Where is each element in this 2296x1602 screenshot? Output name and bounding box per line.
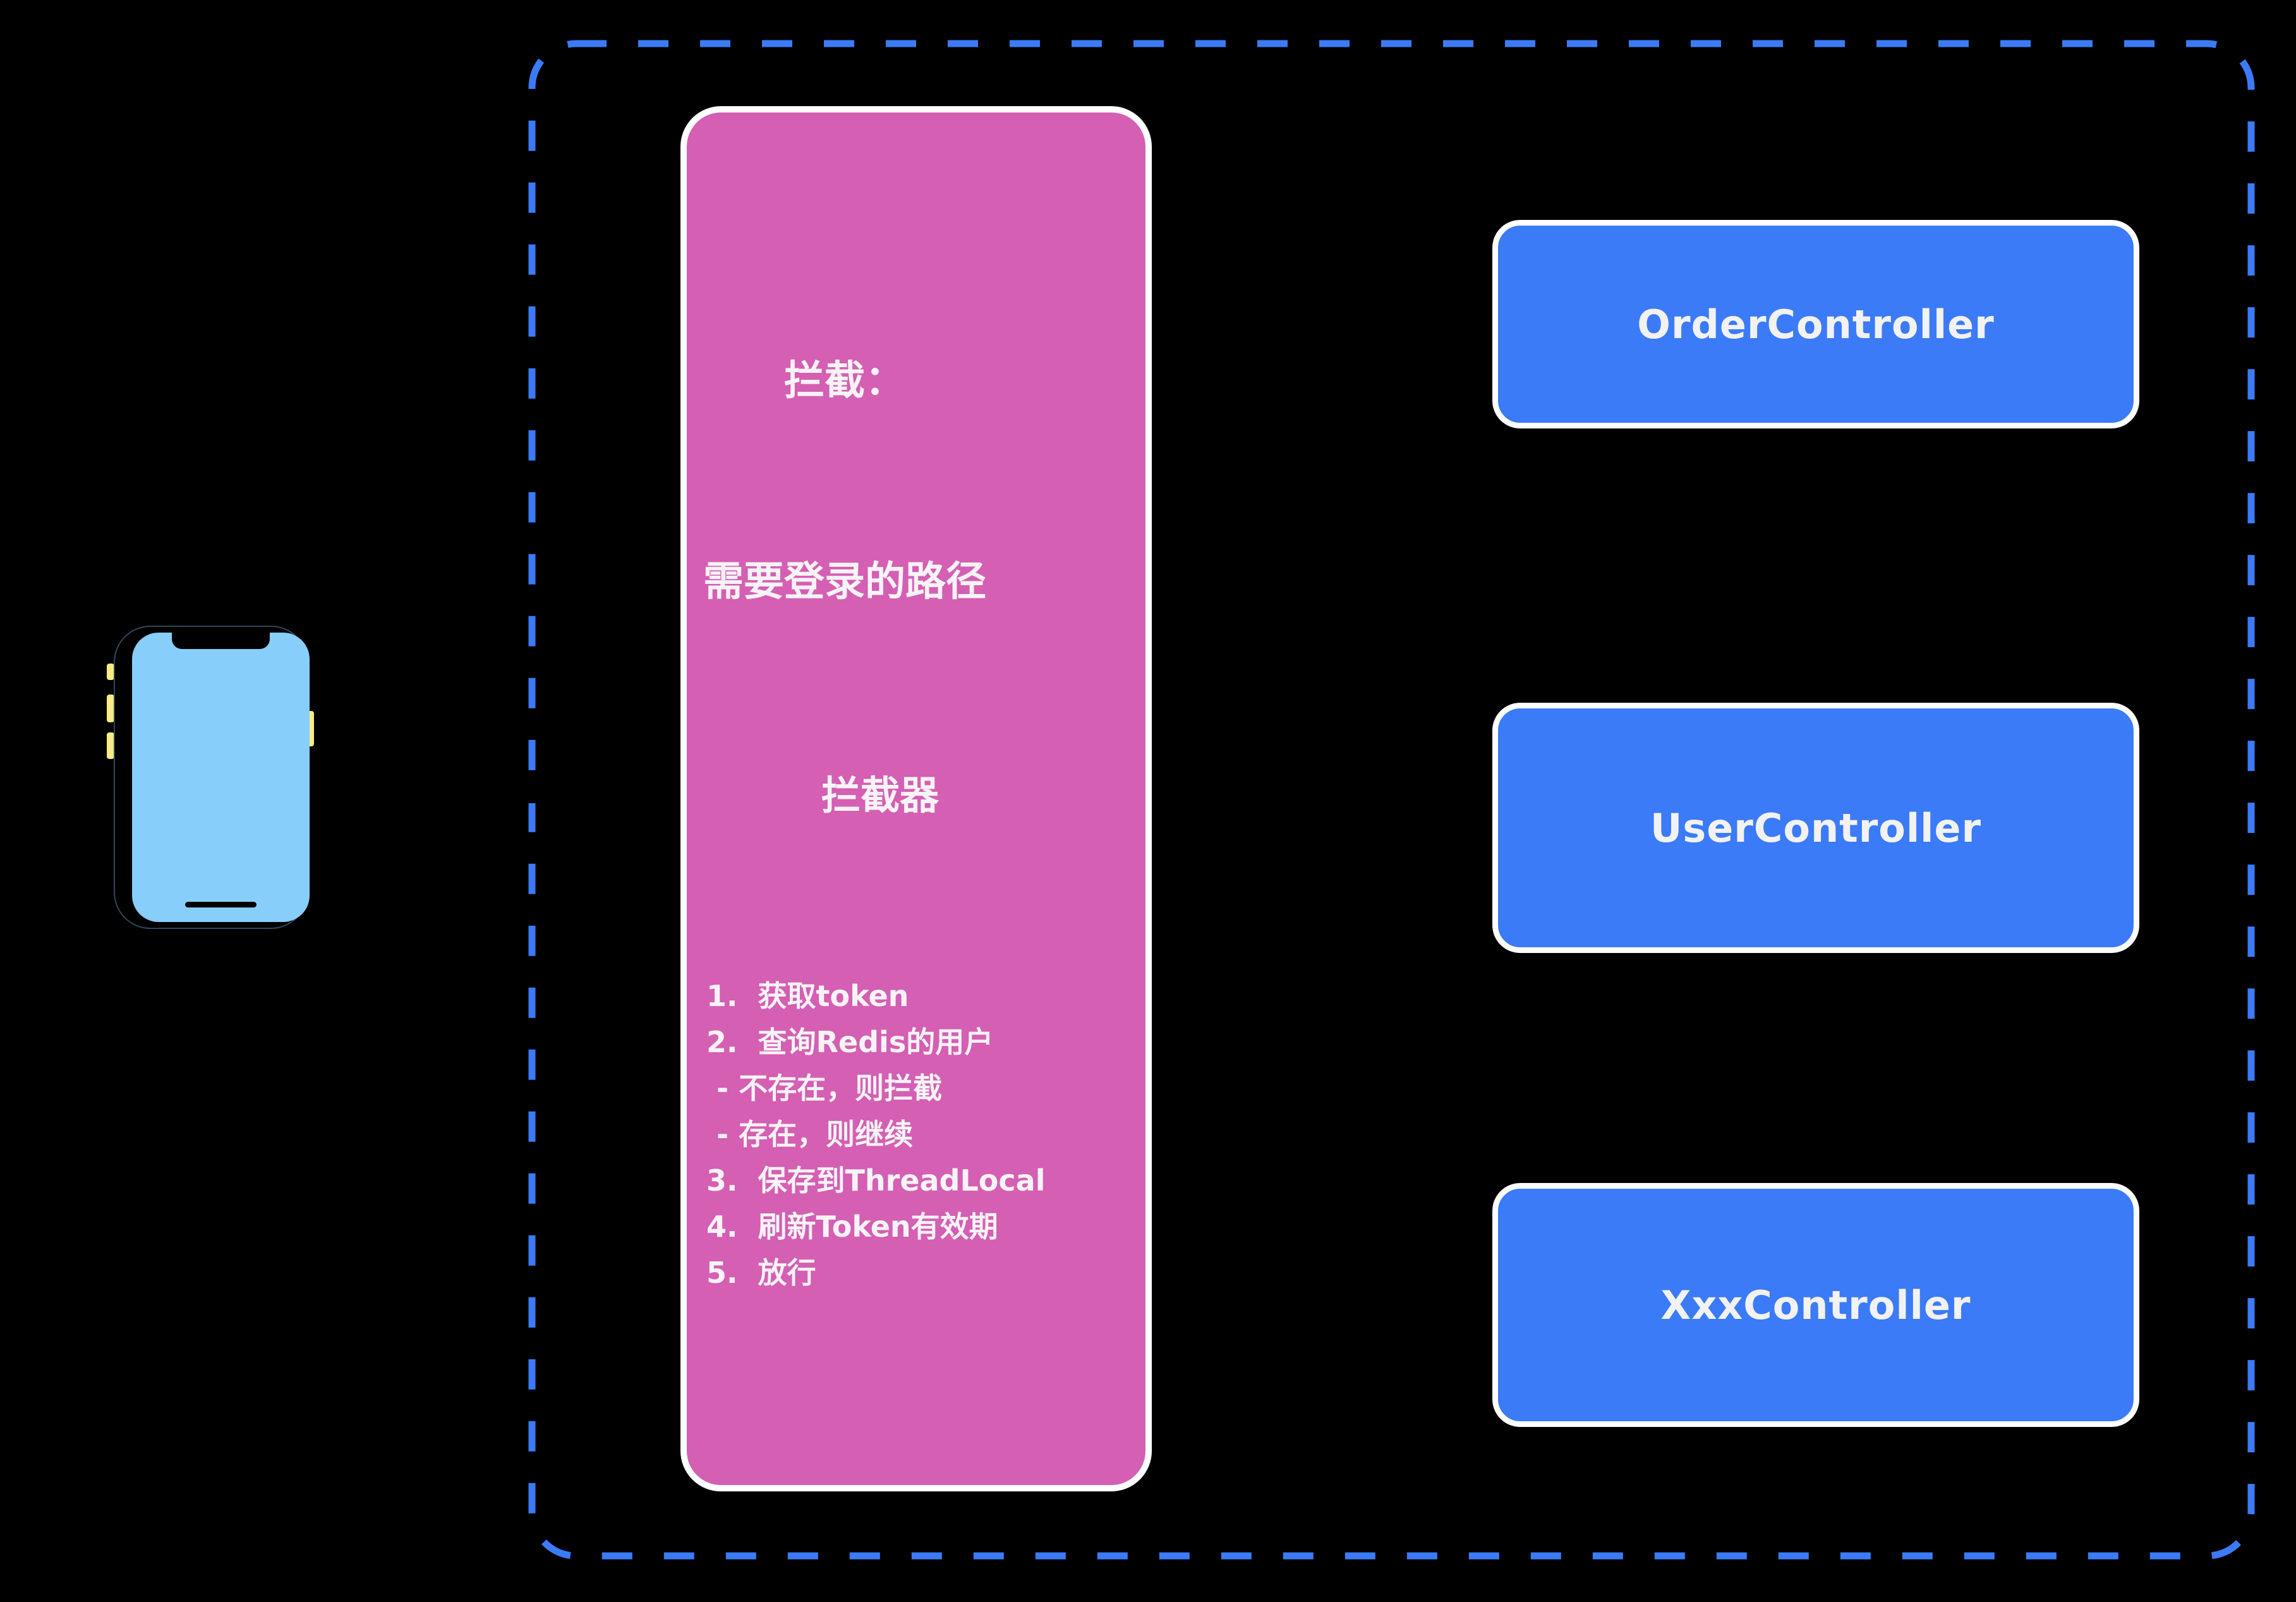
node-user-controller: UserController [1492, 703, 2139, 953]
arrow-phone-to-interceptor [316, 798, 679, 803]
phone-home-indicator [185, 902, 257, 907]
order-controller-label: OrderController [1637, 301, 1995, 348]
interceptor-step: 4. 刷新Token有效期 [706, 1210, 998, 1244]
interceptor-step: 2. 查询Redis的用户 [706, 1025, 994, 1059]
node-order-controller: OrderController [1492, 220, 2139, 428]
smartphone-icon [105, 626, 316, 930]
interceptor-node: 拦截： 需要登录的路径 拦截器 1. 获取token 2. 查询Redis的用户… [680, 106, 1152, 1491]
xxx-controller-label: XxxController [1660, 1282, 1971, 1328]
interceptor-title-line1: 拦截： [784, 358, 905, 404]
interceptor-title-line2: 需要登录的路径 [703, 559, 986, 605]
dashed-boundary-rect [528, 40, 2255, 1560]
arrow-usercontroller-to-interceptor [1161, 798, 1494, 803]
interceptor-step: - 不存在，则拦截 [706, 1071, 943, 1105]
interceptor-label: 拦截器 [821, 772, 940, 818]
phone-notch [172, 633, 270, 649]
interceptor-step: 5. 放行 [706, 1256, 816, 1290]
phone-body [114, 626, 310, 929]
interceptor-step: 1. 获取token [706, 979, 909, 1013]
node-xxx-controller: XxxController [1492, 1183, 2139, 1427]
interceptor-title: 拦截： 需要登录的路径 [687, 214, 1003, 749]
user-controller-label: UserController [1650, 804, 1982, 851]
interceptor-steps-list: 1. 获取token 2. 查询Redis的用户 - 不存在，则拦截 - 存在，… [706, 973, 1045, 1296]
phone-screen [132, 633, 310, 922]
interceptor-step: - 存在，则继续 [706, 1117, 914, 1151]
interceptor-step: 3. 保存到ThreadLocal [706, 1163, 1046, 1198]
